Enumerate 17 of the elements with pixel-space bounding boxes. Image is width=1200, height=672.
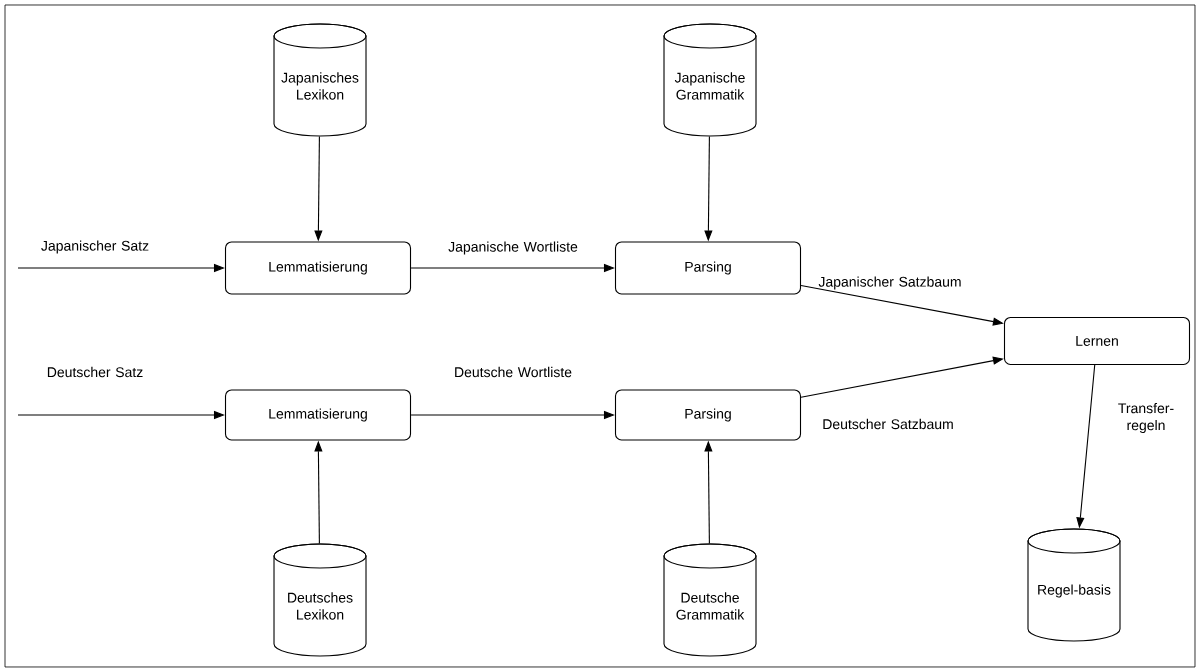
database-cylinder: Japanisches Lexikon	[273, 23, 367, 137]
database-cylinder: Deutsche Grammatik	[663, 543, 757, 657]
edge-label: Japanische Wortliste	[448, 241, 578, 255]
database-cylinder: Japanische Grammatik	[663, 23, 757, 137]
database-cylinder: Regel-basis	[1027, 528, 1121, 642]
process-box: Lernen	[1003, 316, 1191, 366]
edge-label: Deutsche Wortliste	[455, 366, 572, 378]
edge-label: Deutscher Satzbaum	[823, 418, 953, 430]
process-box: Parsing	[614, 241, 802, 295]
process-box: Parsing	[614, 389, 802, 441]
edge-label: Transfer-regeln	[1118, 402, 1174, 433]
database-cylinder: Deutsches Lexikon	[273, 543, 367, 657]
edge-label: Japanischer Satzbaum	[818, 276, 961, 290]
edge-label: Deutscher Satz	[47, 366, 143, 378]
process-box: Lemmatisierung	[224, 241, 412, 295]
edge-label: Japanischer Satz	[41, 240, 149, 254]
process-box: Lemmatisierung	[224, 389, 412, 441]
